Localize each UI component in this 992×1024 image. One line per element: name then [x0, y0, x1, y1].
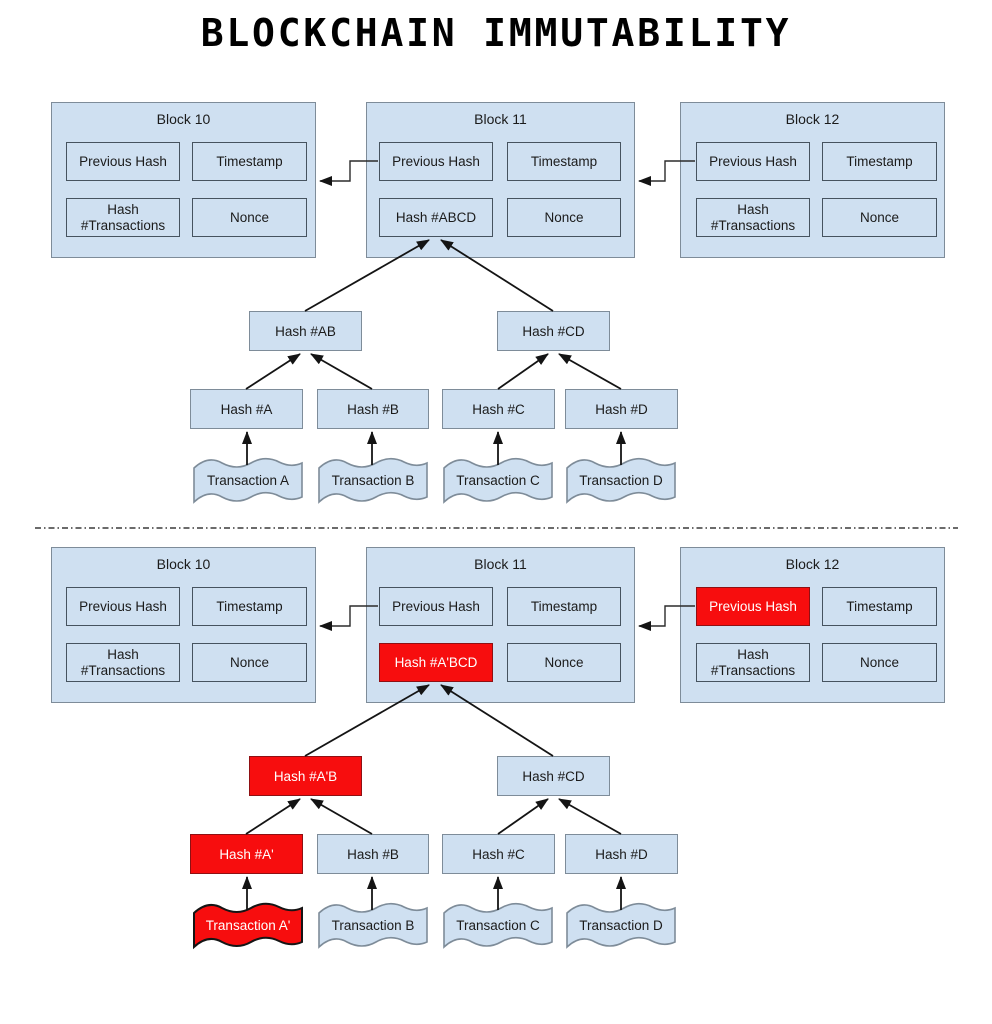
divider-line	[35, 527, 958, 529]
transaction-label: Transaction D	[579, 917, 663, 933]
merkle-node-hash-cd: Hash #CD	[497, 756, 610, 796]
block-10: Block 10 Previous Hash Timestamp Hash #T…	[51, 547, 316, 703]
cell-hash-transactions: Hash #Transactions	[696, 643, 810, 682]
cell-hash-transactions: Hash #Transactions	[66, 198, 180, 237]
transaction-label: Transaction C	[456, 472, 540, 488]
cell-nonce: Nonce	[822, 643, 937, 682]
wave-shape-icon	[443, 457, 553, 504]
merkle-leaf-hash-a-modified: Hash #A'	[190, 834, 303, 874]
transaction-c: Transaction C	[442, 898, 554, 956]
cell-timestamp: Timestamp	[192, 142, 307, 181]
cell-previous-hash: Previous Hash	[379, 142, 493, 181]
wave-shape-icon	[443, 902, 553, 949]
block-title: Block 12	[785, 556, 840, 572]
block-11: Block 11 Previous Hash Timestamp Hash #A…	[366, 547, 635, 703]
cell-nonce: Nonce	[192, 643, 307, 682]
wave-shape-icon	[566, 902, 676, 949]
cell-timestamp: Timestamp	[822, 142, 937, 181]
merkle-node-hash-cd: Hash #CD	[497, 311, 610, 351]
wave-shape-icon	[318, 902, 428, 949]
merkle-arrow-c-to-cd	[497, 353, 549, 390]
cell-timestamp: Timestamp	[192, 587, 307, 626]
transaction-label: Transaction A'	[205, 917, 291, 933]
block-12: Block 12 Previous Hash Timestamp Hash #T…	[680, 547, 945, 703]
cell-merkle-root-hash: Hash #ABCD	[379, 198, 493, 237]
wave-shape-icon	[566, 457, 676, 504]
transaction-label: Transaction B	[331, 917, 415, 933]
cell-nonce: Nonce	[822, 198, 937, 237]
block-title: Block 10	[156, 111, 211, 127]
cell-timestamp: Timestamp	[507, 587, 621, 626]
cell-previous-hash-modified: Previous Hash	[696, 587, 810, 626]
block-title: Block 12	[785, 111, 840, 127]
block-title: Block 11	[474, 111, 527, 127]
section-original-chain: Block 10 Previous Hash Timestamp Hash #T…	[0, 102, 992, 517]
transaction-label: Transaction B	[331, 472, 415, 488]
block-12: Block 12 Previous Hash Timestamp Hash #T…	[680, 102, 945, 258]
merkle-leaf-hash-b: Hash #B	[317, 389, 429, 429]
cell-hash-transactions: Hash #Transactions	[696, 198, 810, 237]
merkle-arrow-b-to-ab	[310, 798, 373, 835]
transaction-a-modified: Transaction A'	[192, 898, 304, 956]
merkle-arrow-a-to-ab	[245, 353, 301, 390]
cell-previous-hash: Previous Hash	[66, 587, 180, 626]
cell-nonce: Nonce	[507, 643, 621, 682]
cell-nonce: Nonce	[507, 198, 621, 237]
cell-previous-hash: Previous Hash	[66, 142, 180, 181]
merkle-arrow-a-to-ab	[245, 798, 301, 835]
cell-timestamp: Timestamp	[507, 142, 621, 181]
block-title: Block 11	[474, 556, 527, 572]
transaction-d: Transaction D	[565, 453, 677, 511]
transaction-a: Transaction A	[192, 453, 304, 511]
transaction-c: Transaction C	[442, 453, 554, 511]
merkle-arrow-b-to-ab	[310, 353, 373, 390]
wave-shape-icon	[318, 457, 428, 504]
transaction-b: Transaction B	[317, 453, 429, 511]
merkle-arrow-c-to-cd	[497, 798, 549, 835]
wave-shape-icon	[193, 902, 303, 950]
merkle-leaf-hash-d: Hash #D	[565, 834, 678, 874]
wave-shape-icon	[193, 457, 303, 504]
transaction-d: Transaction D	[565, 898, 677, 956]
merkle-node-hash-ab-modified: Hash #A'B	[249, 756, 362, 796]
merkle-arrow-d-to-cd	[558, 798, 622, 835]
block-11: Block 11 Previous Hash Timestamp Hash #A…	[366, 102, 635, 258]
page-title: BLOCKCHAIN IMMUTABILITY	[200, 11, 792, 55]
merkle-leaf-hash-a: Hash #A	[190, 389, 303, 429]
merkle-leaf-hash-b: Hash #B	[317, 834, 429, 874]
merkle-leaf-hash-d: Hash #D	[565, 389, 678, 429]
transaction-label: Transaction D	[579, 472, 663, 488]
merkle-leaf-hash-c: Hash #C	[442, 389, 555, 429]
cell-previous-hash: Previous Hash	[696, 142, 810, 181]
cell-hash-transactions: Hash #Transactions	[66, 643, 180, 682]
transaction-label: Transaction A	[206, 472, 290, 488]
section-tampered-chain: Block 10 Previous Hash Timestamp Hash #T…	[0, 547, 992, 962]
cell-timestamp: Timestamp	[822, 587, 937, 626]
transaction-label: Transaction C	[456, 917, 540, 933]
transaction-b: Transaction B	[317, 898, 429, 956]
merkle-arrow-d-to-cd	[558, 353, 622, 390]
block-10: Block 10 Previous Hash Timestamp Hash #T…	[51, 102, 316, 258]
cell-nonce: Nonce	[192, 198, 307, 237]
cell-previous-hash: Previous Hash	[379, 587, 493, 626]
merkle-leaf-hash-c: Hash #C	[442, 834, 555, 874]
cell-merkle-root-hash-modified: Hash #A'BCD	[379, 643, 493, 682]
block-title: Block 10	[156, 556, 211, 572]
merkle-node-hash-ab: Hash #AB	[249, 311, 362, 351]
